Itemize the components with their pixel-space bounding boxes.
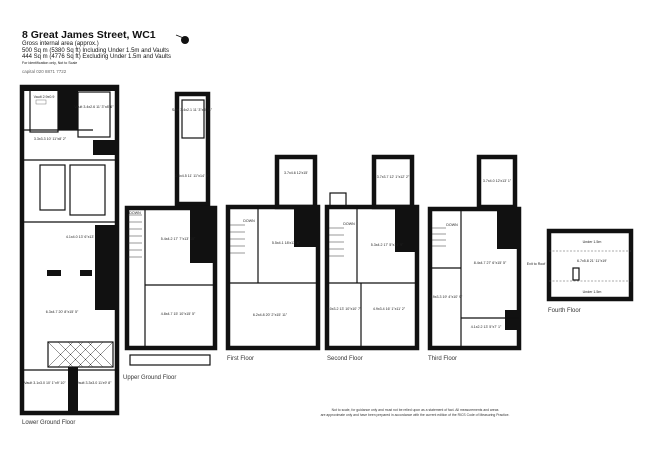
exit-to-roof-label: Exit to Roof: [527, 262, 546, 266]
stairs-down-label: DOWN: [129, 211, 141, 215]
room-label: Vault 2.9x0.9: [34, 95, 55, 99]
floor-label: Lower Ground Floor: [22, 420, 75, 426]
brand-logo: capital 020 8871 7722: [22, 68, 67, 74]
area-including: 500 Sq m (5380 Sq ft) Including Under 1.…: [22, 47, 169, 54]
room-label: Vault 3.1x3.0 10' 1"x9' 10": [24, 381, 66, 385]
room-label: 5.9x3.3 19' 4"x10' 9": [430, 295, 463, 299]
room-label: 3.7x3.7 12' 1"x12' 2": [377, 175, 410, 179]
disclaimer-line-2: are approximate only and have been prepa…: [321, 413, 510, 417]
room-label: 4.8x4.7 15' 10"x15' 5": [161, 312, 196, 316]
under-height-label: Under 1.5m: [583, 290, 602, 294]
floor-label: Upper Ground Floor: [123, 375, 176, 381]
compass-icon: [175, 34, 189, 44]
third-floor-plan: 3.7x4.0 12'x13' 1" 8.4x4.7 27' 6"x15' 5"…: [427, 154, 522, 362]
first-floor-plan: 3.7x4.6 12'x15' 5.5x4.1 18'x13' 6" 6.2x4…: [225, 154, 321, 362]
header: 8 Great James Street, WC1 Gross internal…: [22, 29, 171, 74]
room-label: 3.7x4.6 12'x15': [284, 171, 308, 175]
room-label: 5.4x4.2 17' 7"x13' 10": [161, 237, 196, 241]
scale-note: For identification only, Not to Scale: [22, 60, 78, 65]
room-label: Safe 3.4x2.1 11' 3"x6' 11": [172, 108, 213, 112]
room-label: 4.1x2.2 13' 5"x7' 1": [471, 325, 502, 329]
room-label: 4.1x4.0 13' 6"x13': [66, 235, 95, 239]
floor-label: Third Floor: [428, 356, 457, 362]
room-label: 4.0x3.2 13' 10"x10' 7": [327, 307, 362, 311]
area-excluding: 444 Sq m (4776 Sq ft) Excluding Under 1.…: [22, 54, 171, 61]
room-label: 6.7x5.8 21' 11"x19': [577, 259, 607, 263]
room-label: 5.5x4.1 18'x13' 6": [272, 241, 301, 245]
upper-ground-floor-plan: Safe 3.4x2.1 11' 3"x6' 11" 3.6x4.5 11' 1…: [123, 91, 218, 381]
disclaimer-line-1: Not to scale, for guidance only and must…: [332, 408, 499, 412]
room-label: 3.3x3.3 10' 11"x8' 2": [34, 137, 67, 141]
room-label: 3.7x4.0 12'x13' 1": [483, 179, 512, 183]
lower-ground-floor-plan: Vault 2.9x0.9 Vault 3.4x2.6 11' 3"x8' 6"…: [19, 84, 120, 426]
room-label: 4.9x3.4 16' 1"x11' 2": [373, 307, 406, 311]
under-height-label: Under 1.5m: [583, 240, 602, 244]
floor-label: Fourth Floor: [548, 308, 581, 314]
stairs-down-label: DOWN: [446, 223, 458, 227]
room-label: 8.4x4.7 27' 6"x15' 5": [474, 261, 507, 265]
room-label: 6.3x4.7 20' 8"x15' 5": [46, 310, 79, 314]
area-heading: Gross internal area (approx.): [22, 41, 99, 47]
fourth-floor-plan: Under 1.5m 6.7x5.8 21' 11"x19' Under 1.5…: [527, 228, 634, 314]
room-label: 3.6x4.5 11' 11"x14' 9": [175, 174, 210, 178]
room-label: Vault 3.3x3.0 11'x9' 8": [77, 381, 113, 385]
room-label: Vault 3.4x2.6 11' 3"x8' 6": [74, 105, 114, 109]
second-floor-plan: 3.7x3.7 12' 1"x12' 2" 5.3x4.2 17' 5"x13'…: [324, 154, 420, 362]
room-label: 6.2x4.8 20' 2"x15' 11": [253, 313, 288, 317]
stairs-down-label: DOWN: [243, 219, 255, 223]
floor-label: Second Floor: [327, 356, 363, 362]
floor-label: First Floor: [227, 356, 254, 362]
room-label: 5.3x4.2 17' 5"x13' 9": [371, 243, 404, 247]
property-title: 8 Great James Street, WC1: [22, 29, 156, 41]
stairs-down-label: DOWN: [343, 222, 355, 226]
